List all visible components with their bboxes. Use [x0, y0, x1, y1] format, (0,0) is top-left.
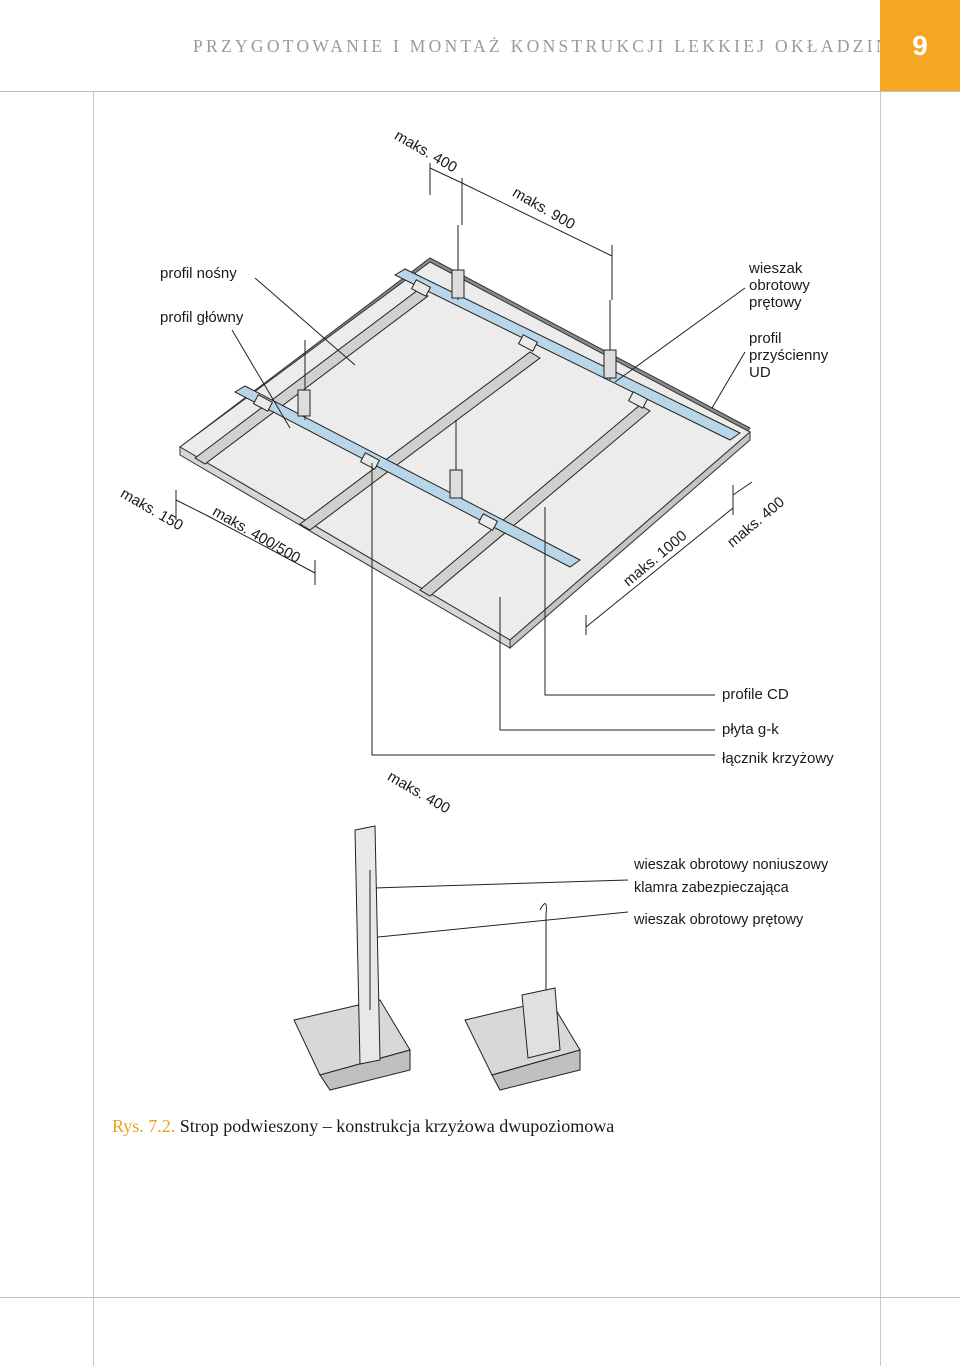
hanger-clip: [451, 269, 465, 299]
cross-connector: [627, 391, 649, 409]
label-profile-cd: profile CD: [722, 686, 789, 703]
dimension-lines: [175, 163, 753, 635]
page-number: 9: [912, 29, 928, 61]
plasterboard: [179, 261, 751, 641]
cd-profile-lower-3: [419, 404, 651, 597]
figure-caption-text: Strop podwieszony – konstrukcja krzyżowa…: [175, 1116, 615, 1136]
cross-connector: [477, 513, 499, 531]
label-wieszak-line2: obrotowy: [749, 277, 810, 294]
figure-number: Rys. 7.2.: [112, 1116, 176, 1136]
footer-rule: [0, 1297, 960, 1298]
cd-profile-lower-1: [194, 289, 429, 465]
label-profil-ud-line3: UD: [749, 364, 771, 381]
hanger-clip: [449, 469, 463, 499]
cd-profile-lower-2: [299, 351, 541, 531]
label-plyta-gk: płyta g-k: [722, 721, 779, 738]
right-margin-rule: [880, 91, 881, 1366]
label-wieszak-line1: wieszak: [749, 260, 803, 277]
rod-hanger-clip: [521, 987, 561, 1059]
plasterboard-edge-right: [509, 430, 751, 650]
label-klamra: klamra zabezpieczająca: [634, 880, 789, 896]
leader-lines: [231, 277, 746, 939]
figure-caption: Rys. 7.2. Strop podwieszony – konstrukcj…: [112, 1116, 614, 1137]
page-number-tab: 9: [880, 0, 960, 91]
ceiling-assembly: [179, 225, 751, 650]
label-profil-nosny: profil nośny: [160, 265, 237, 282]
hanger-details: [293, 825, 581, 1091]
hanger-clip: [603, 349, 617, 379]
hanger-clip: [297, 389, 311, 417]
cross-connector: [359, 452, 381, 470]
left-margin-rule: [93, 91, 94, 1366]
running-header: PRZYGOTOWANIE I MONTAŻ KONSTRUKCJI LEKKI…: [193, 36, 929, 56]
label-wieszak-line3: prętowy: [749, 294, 802, 311]
cross-connector: [517, 334, 539, 352]
header-rule: [0, 91, 960, 92]
label-lacznik: łącznik krzyżowy: [722, 750, 834, 767]
cross-connector: [410, 279, 432, 297]
cross-connector: [252, 394, 274, 412]
main-profile-2: [393, 268, 741, 441]
vernier-hanger: [354, 825, 381, 1065]
label-profil-ud-line2: przyścienny: [749, 347, 829, 364]
label-profil-glowny: profil główny: [160, 309, 244, 326]
label-wieszak-noniuszowy: wieszak obrotowy noniuszowy: [634, 857, 829, 873]
label-profil-ud-line1: profil: [749, 330, 782, 347]
label-wieszak-pretowy: wieszak obrotowy prętowy: [634, 912, 804, 928]
